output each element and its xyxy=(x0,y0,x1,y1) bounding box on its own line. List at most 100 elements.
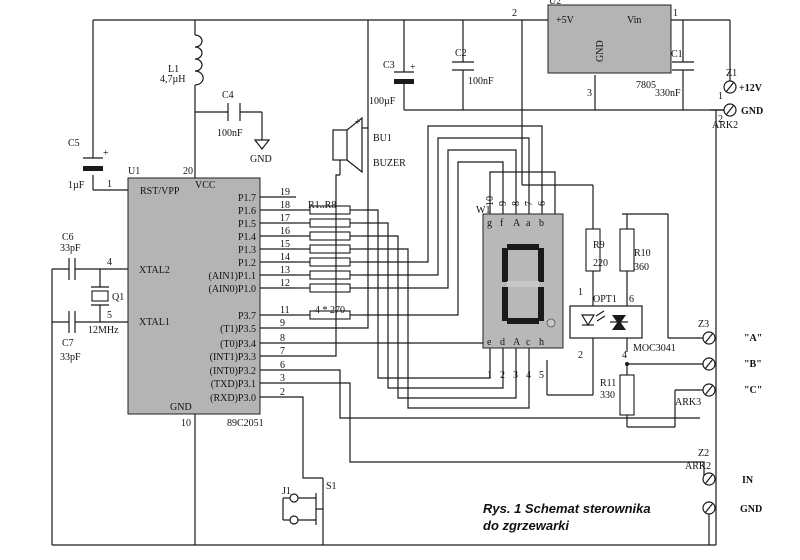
z1-label-12v: +12V xyxy=(739,83,763,94)
z2-ref: Z2 xyxy=(698,448,709,459)
port-pin-number: 11 xyxy=(280,305,290,316)
r11-ref: R11 xyxy=(600,378,616,389)
segment-b xyxy=(538,248,544,282)
c5-value: 1µF xyxy=(68,180,85,191)
port-label: (AIN0)P1.0 xyxy=(209,284,257,295)
wire xyxy=(362,209,491,379)
port-pin-number: 19 xyxy=(280,187,290,198)
c7-ref: C7 xyxy=(62,338,74,349)
c3-ref: C3 xyxy=(383,60,395,71)
buzzer-bu1: + BU1 BUZER xyxy=(332,116,406,175)
w1-ref: W1 xyxy=(476,205,490,216)
r11-value: 330 xyxy=(600,390,615,401)
capacitor-c5: + C5 1µF xyxy=(68,138,109,191)
r9-ref: R9 xyxy=(593,240,605,251)
opt1-pin4: 4 xyxy=(622,350,627,361)
oscillator-section: C6 33pF C7 33pF Q1 12MHz xyxy=(51,232,124,545)
jumper-and-switch: J1 S1 xyxy=(282,478,337,545)
rpack-value: 4 * 270 xyxy=(315,305,345,316)
u2-gnd-label: GND xyxy=(595,40,606,62)
resistor xyxy=(309,244,351,254)
z1-pin1: 1 xyxy=(718,91,723,102)
u2-pin-in: 1 xyxy=(673,8,678,19)
u2-part: 7805 xyxy=(636,80,656,91)
segment-a xyxy=(507,244,539,250)
z2-part: ARK2 xyxy=(685,461,711,472)
display-top-letter: g xyxy=(487,218,492,229)
port-pin-number: 15 xyxy=(280,239,290,250)
port-pin-number: 17 xyxy=(280,213,290,224)
u1-ref: U1 xyxy=(128,166,140,177)
u2-ref: U2 xyxy=(549,0,561,7)
z1-part: ARK2 xyxy=(712,120,738,131)
display-bottom-pin: 5 xyxy=(539,370,544,381)
display-bottom-pin: 1 xyxy=(487,370,492,381)
u1-part: 89C2051 xyxy=(227,418,264,429)
segment-g xyxy=(507,281,539,287)
u1-gnd-pin: 10 xyxy=(181,418,191,429)
port-pin-number: 8 xyxy=(280,333,285,344)
u1-vcc-pin: 20 xyxy=(183,166,193,177)
capacitor-c4: C4 100nF GND xyxy=(217,90,272,165)
mcu-port-labels: P1.719P1.618P1.517P1.416P1.315P1.214(AIN… xyxy=(209,187,291,404)
port-pin-number: 13 xyxy=(280,265,290,276)
c4-ref: C4 xyxy=(222,90,234,101)
c1-ref: C1 xyxy=(671,49,683,60)
capacitor-c3: + C3 100µF xyxy=(369,60,416,107)
display-top-letter: f xyxy=(500,218,504,229)
u2-pin-gnd: 3 xyxy=(587,88,592,99)
port-wiring xyxy=(260,125,705,479)
port-label: (RXD)P3.0 xyxy=(210,393,256,404)
port-pin-number: 18 xyxy=(280,200,290,211)
figure-caption: Rys. 1 Schemat sterownika do zgrzewarki xyxy=(483,501,651,533)
regulator-u2: U2 +5V Vin GND 7805 2 1 3 xyxy=(512,0,678,99)
u1-vcc-label: VCC xyxy=(195,180,216,191)
rpack-ref: R1..R8 xyxy=(308,200,336,211)
display-bottom-pin: 2 xyxy=(500,370,505,381)
svg-text:+: + xyxy=(410,62,416,73)
port-label: P1.3 xyxy=(238,245,256,256)
wire xyxy=(296,396,323,479)
port-label: (TXD)P3.1 xyxy=(211,379,256,390)
u1-pin1: 1 xyxy=(107,179,112,190)
z3-label-c: "C" xyxy=(744,385,762,396)
z3-label-a: "A" xyxy=(744,333,762,344)
port-pin-number: 16 xyxy=(280,226,290,237)
mcu-u1: U1 20 VCC RST/VPP XTAL2 XTAL1 1 4 5 GND … xyxy=(100,166,290,545)
segment-e xyxy=(502,287,508,321)
port-label: (AIN1)P1.1 xyxy=(209,271,257,282)
opt1-ref: OPT1 xyxy=(593,294,617,305)
rpack-resistors xyxy=(296,205,362,320)
port-label: P3.7 xyxy=(238,311,256,322)
connector-z3: Z3 "A" "B" "C" ARK3 xyxy=(675,319,762,408)
port-pin-number: 6 xyxy=(280,360,285,371)
port-label: P1.2 xyxy=(238,258,256,269)
display-bottom-letter: e xyxy=(487,337,492,348)
wire xyxy=(362,125,543,263)
svg-text:+: + xyxy=(103,148,109,159)
display-bottom-letter: d xyxy=(500,337,505,348)
c5-ref: C5 xyxy=(68,138,80,149)
l1-value: 4,7µH xyxy=(160,74,185,85)
bu1-value: BUZER xyxy=(373,158,406,169)
port-pin-number: 14 xyxy=(280,252,290,263)
wire xyxy=(296,174,340,357)
z2-label-in: IN xyxy=(742,475,754,486)
u1-gnd-label: GND xyxy=(170,402,192,413)
capacitor-c1: C1 330nF xyxy=(655,49,694,99)
z3-ref: Z3 xyxy=(698,319,709,330)
display-top-letter: a xyxy=(526,218,531,229)
u2-pin-out: 2 xyxy=(512,8,517,19)
display-top-pin: 7 xyxy=(524,201,535,206)
wire xyxy=(362,137,530,276)
c2-value: 100nF xyxy=(468,76,494,87)
resistor xyxy=(309,231,351,241)
l1-ref: L1 xyxy=(168,64,179,75)
wire xyxy=(362,235,517,399)
segment-f xyxy=(502,248,508,282)
port-pin-number: 3 xyxy=(280,373,285,384)
r10-value: 360 xyxy=(634,262,649,273)
port-pin-number: 12 xyxy=(280,278,290,289)
segment-d xyxy=(507,318,539,324)
